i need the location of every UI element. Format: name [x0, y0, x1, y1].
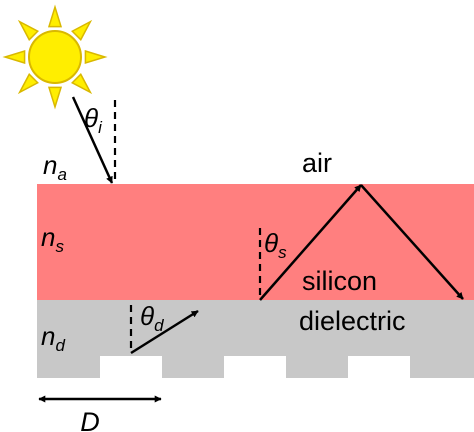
sun-ray: [84, 49, 108, 65]
sun-ray: [17, 19, 40, 42]
n-a-label: na: [43, 150, 67, 184]
sun-ray: [2, 49, 26, 65]
sun-ray: [17, 72, 40, 95]
sun-ray: [70, 19, 93, 42]
incident-ray: [71, 96, 114, 184]
air-label: air: [302, 148, 332, 178]
ray-up: [259, 184, 362, 301]
sun-ray: [47, 86, 63, 110]
period-label: D: [80, 407, 100, 432]
sun-ray: [47, 4, 63, 28]
dielectric-label: dielectric: [299, 306, 406, 336]
n-s-label: ns: [41, 222, 64, 256]
sun-icon: [2, 4, 108, 110]
silicon-label: silicon: [302, 266, 377, 296]
ray-down: [360, 184, 464, 300]
silicon-layer: [37, 184, 474, 300]
theta-i-label: θi: [84, 103, 103, 137]
diffracted-ray: [130, 309, 199, 355]
theta-s-label: θs: [264, 228, 287, 262]
sun-ray: [70, 72, 93, 95]
dielectric-grating-layer: [37, 300, 474, 378]
theta-d-label: θd: [140, 301, 164, 335]
n-d-label: nd: [41, 321, 65, 355]
